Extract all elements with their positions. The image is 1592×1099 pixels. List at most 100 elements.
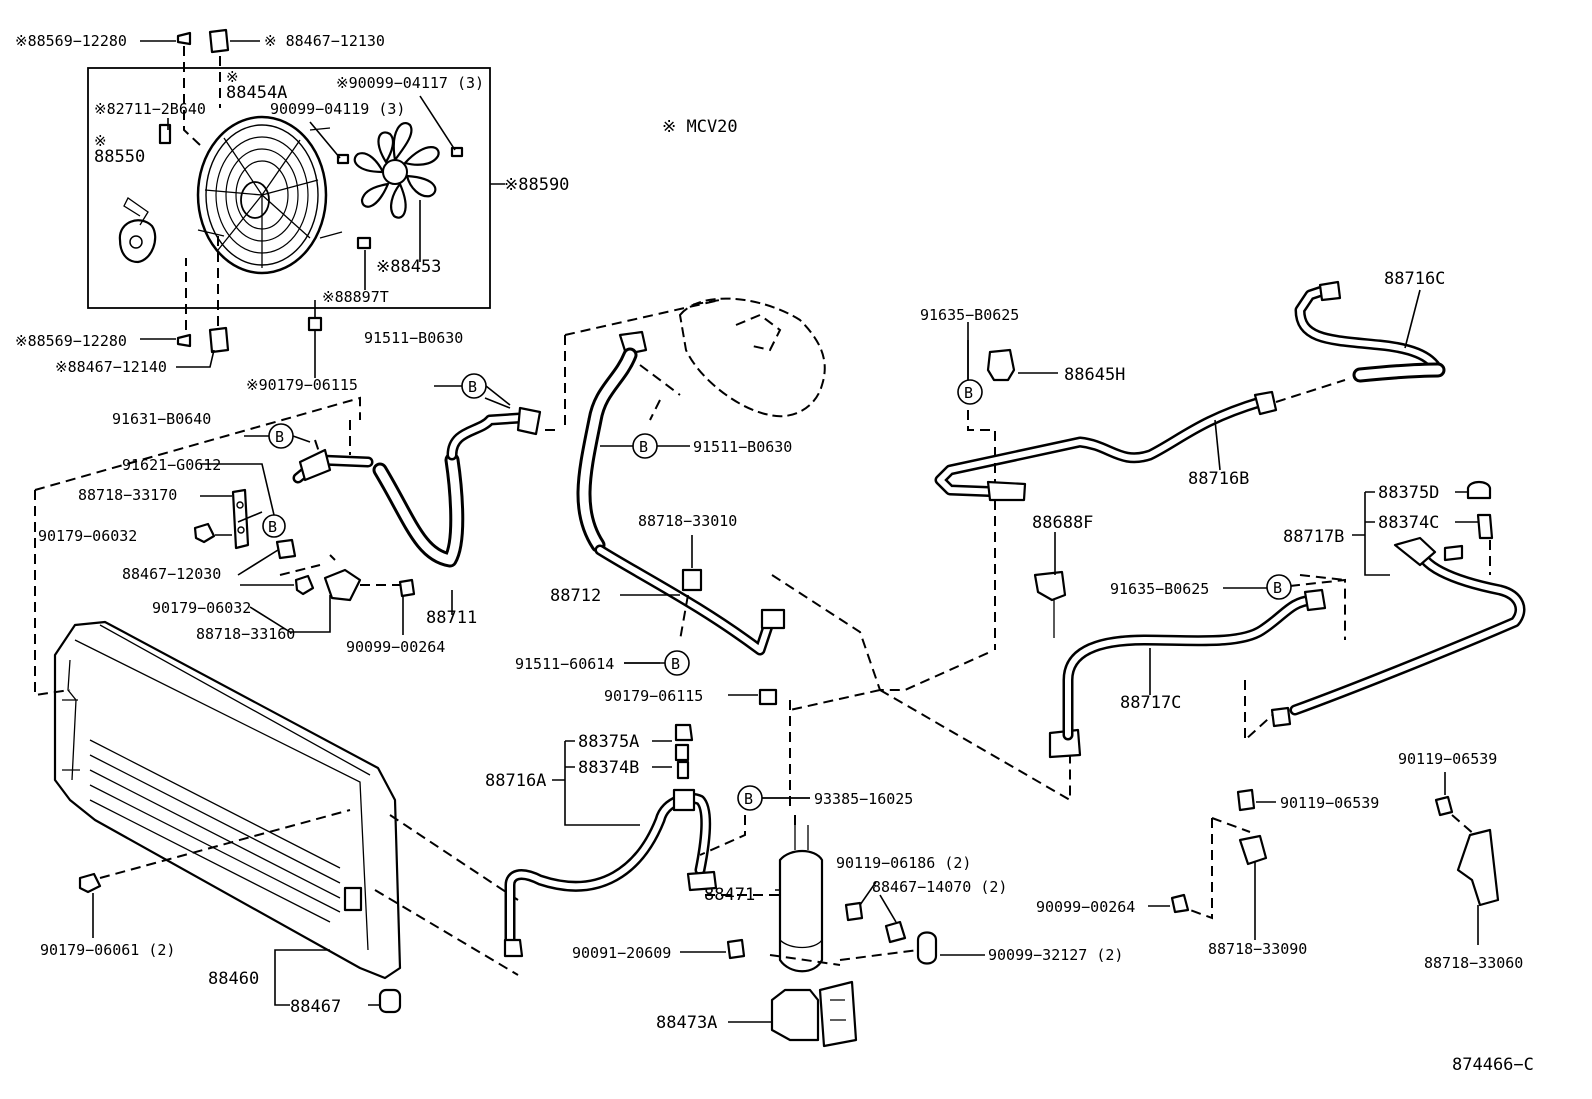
nut-90179-06032-a-icon	[193, 522, 216, 544]
label-88467-12130: ※ 88467−12130	[264, 32, 385, 50]
svg-text:B: B	[639, 438, 648, 456]
label-90179-06032-b: 90179−06032	[152, 599, 251, 617]
hose-88712	[576, 330, 786, 706]
label-88897T: ※88897T	[322, 288, 389, 306]
label-88718-33060: 88718−33060	[1424, 954, 1523, 972]
nut-90179-06061-icon	[78, 872, 102, 894]
bolt-90091-20609-icon	[726, 938, 746, 960]
label-88467: 88467	[290, 997, 341, 1017]
label-91635-B0625-b: 91635−B0625	[1110, 580, 1209, 598]
compressor-outline	[678, 297, 826, 418]
label-90119-06539-b: 90119−06539	[1280, 794, 1379, 812]
b-marker-91621-G0612: B	[262, 514, 286, 538]
bracket-88718-33160-icon	[323, 568, 362, 602]
screw-90099-04119-icon	[336, 153, 350, 165]
bolt-90099-00264-b-icon	[1170, 893, 1190, 914]
b-marker-91635-B0625-b: B	[1266, 574, 1292, 600]
label-88375D: 88375D	[1378, 483, 1439, 503]
pipe-88716B	[934, 390, 1278, 502]
label-88718-33160: 88718−33160	[196, 625, 295, 643]
clip-88467-12130-icon	[208, 28, 230, 54]
pipe-88716C	[1294, 280, 1446, 383]
b-marker-91511-B0630-b: B	[632, 433, 658, 459]
label-88718-33170: 88718−33170	[78, 486, 177, 504]
pipe-88716A	[503, 788, 718, 958]
switch-88645H-icon	[986, 348, 1016, 382]
condenser-88460	[53, 620, 402, 1014]
label-88716C: 88716C	[1384, 269, 1445, 289]
label-88590: ※88590	[504, 175, 569, 195]
nut-90179-06032-b-icon	[294, 574, 315, 596]
label-90119-06186: 90119−06186 (2)	[836, 854, 971, 872]
label-88467-12030: 88467−12030	[122, 565, 221, 583]
label-88460: 88460	[208, 969, 259, 989]
bolt-90119-06539-a-icon	[1236, 788, 1256, 812]
b-marker-91631-B0640: B	[268, 423, 294, 449]
bolt-88569-12280-top-icon	[176, 31, 192, 46]
label-88569-12280-top: ※88569−12280	[15, 32, 127, 50]
cap-88375D-icon	[1466, 480, 1492, 500]
label-90091-20609: 90091−20609	[572, 944, 671, 962]
label-88375A: 88375A	[578, 732, 639, 752]
label-88467-14070: 88467−14070 (2)	[872, 878, 1007, 896]
svg-text:B: B	[1273, 579, 1282, 597]
label-90119-06539-a: 90119−06539	[1398, 750, 1497, 768]
label-88645H: 88645H	[1064, 365, 1125, 385]
bolt-90119-06539-b-icon	[1434, 795, 1454, 817]
fan-assembly-group	[87, 28, 505, 378]
label-88716B: 88716B	[1188, 469, 1249, 489]
label-90099-32127: 90099−32127 (2)	[988, 946, 1123, 964]
bolt-88569-12280-bot-icon	[176, 333, 192, 348]
label-91635-B0625-a: 91635−B0625	[920, 306, 1019, 324]
label-88717B: 88717B	[1283, 527, 1344, 547]
valve-88375A-88374B	[674, 723, 694, 780]
label-88711: 88711	[426, 608, 477, 628]
figure-id: 874466−C	[1452, 1055, 1534, 1075]
label-90179-06115-top: ※90179−06115	[246, 376, 358, 394]
label-88718-33090: 88718−33090	[1208, 940, 1307, 958]
bolt-90099-00264-a-icon	[398, 578, 416, 598]
label-90099-04119: 90099−04119 (3)	[270, 100, 405, 118]
cushion-90099-32127-icon	[916, 931, 938, 965]
label-88454A-mark: ※	[226, 68, 239, 86]
model-note: ※ MCV20	[662, 117, 738, 137]
fan-motor-88550	[118, 197, 157, 264]
label-88374C: 88374C	[1378, 513, 1439, 533]
bolt-90119-06186-icon	[844, 901, 864, 922]
label-88467-12140: ※88467−12140	[55, 358, 167, 376]
svg-text:B: B	[468, 378, 477, 396]
bracket-88718-33170	[231, 488, 250, 550]
label-91511-B0630-b: 91511−B0630	[693, 438, 792, 456]
fan-blade-88453	[353, 122, 440, 219]
bracket-88718-33090	[1238, 834, 1268, 866]
label-90179-06115-b: 90179−06115	[604, 687, 703, 705]
label-90099-00264-a: 90099−00264	[346, 638, 445, 656]
svg-text:B: B	[671, 655, 680, 673]
bracket-88473A	[770, 980, 858, 1048]
label-91621-G0612: 91621−G0612	[122, 456, 221, 474]
pipe-88717B	[1270, 536, 1526, 728]
hose-88711	[292, 406, 542, 568]
b-marker-91511-60614: B	[664, 650, 690, 676]
label-88374B: 88374B	[578, 758, 639, 778]
label-91631-B0640: 91631−B0640	[112, 410, 211, 428]
screw-90099-04117-icon	[450, 146, 464, 158]
bracket-82711-icon	[158, 123, 172, 145]
label-88716A: 88716A	[485, 771, 546, 791]
label-90179-06032-a: 90179−06032	[38, 527, 137, 545]
b-marker-91635-B0625-a: B	[957, 379, 983, 405]
svg-text:B: B	[268, 518, 277, 536]
nut-88897T-icon	[356, 236, 372, 250]
label-88550: 88550	[94, 147, 145, 167]
label-88718-33010: 88718−33010	[638, 512, 737, 530]
b-marker-93385-16025: B	[737, 785, 763, 811]
valve-88374C-icon	[1476, 513, 1494, 540]
fan-assembly-box	[87, 67, 491, 309]
label-88550-mark: ※	[94, 132, 107, 150]
bracket-88718-33060	[1456, 828, 1500, 907]
b-marker-91511-B0630-a: B	[461, 373, 487, 399]
label-88569-12280-bot: ※88569−12280	[15, 332, 127, 350]
fan-shroud-88454A	[196, 115, 343, 275]
clip-88467-12140-icon	[208, 326, 230, 354]
